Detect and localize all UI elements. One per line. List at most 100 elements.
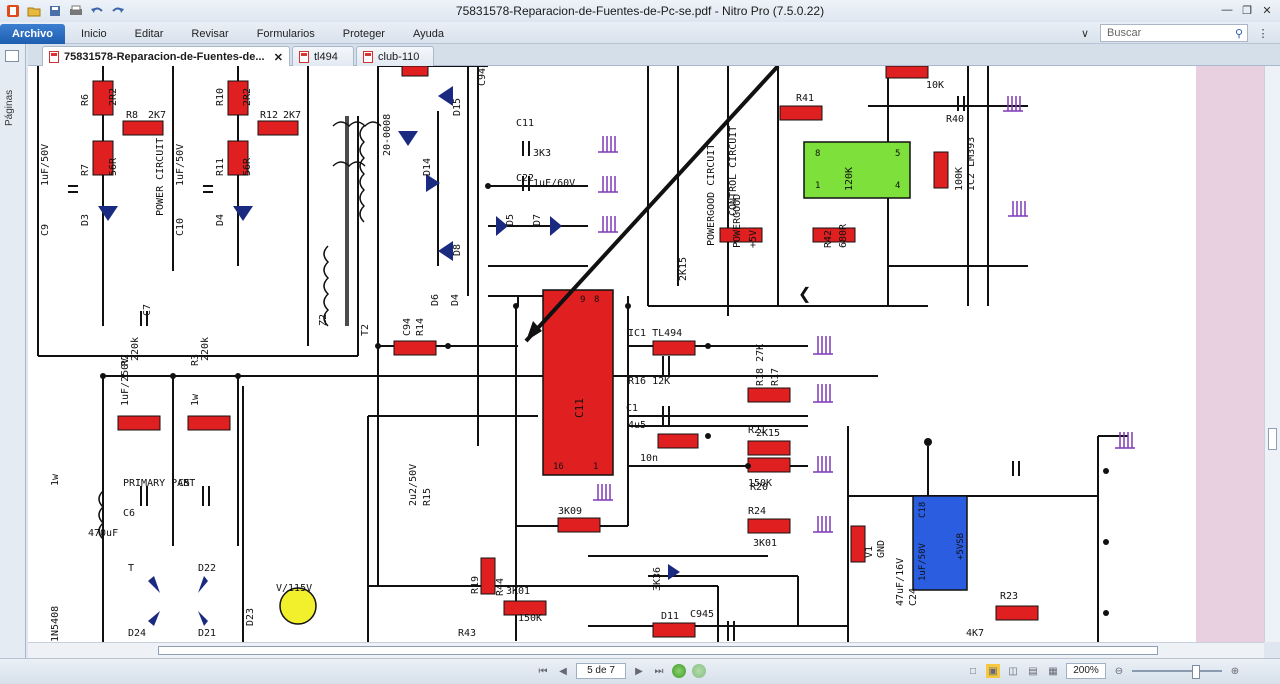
fit-width-icon[interactable]: ▤ — [1028, 665, 1038, 677]
horizontal-scrollbar[interactable] — [28, 642, 1264, 658]
schematic-label: D24 — [128, 628, 146, 639]
svg-text:1: 1 — [815, 181, 820, 191]
schematic-label: 2K15 — [756, 428, 780, 439]
tab-club-110[interactable]: club-110 — [356, 46, 434, 66]
schematic-label: 2u2/50V — [408, 464, 419, 506]
menu-proteger[interactable]: Proteger — [342, 28, 385, 40]
search-icon[interactable]: ⚲ — [1234, 27, 1243, 40]
schematic-label: 2K7 — [148, 110, 166, 121]
schematic-label: V1 — [864, 546, 875, 558]
pages-panel-icon[interactable] — [5, 50, 19, 62]
schematic-label: R40 — [946, 114, 964, 125]
tab-document-main[interactable]: 75831578-Reparacion-de-Fuentes-de... ✕ — [42, 46, 290, 67]
back-icon[interactable] — [672, 664, 686, 678]
sidebar-pages-label[interactable]: Páginas — [4, 89, 15, 126]
schematic-label: C10 — [175, 218, 186, 236]
facing-pages-icon[interactable]: ◫ — [1008, 665, 1018, 677]
menu-revisar[interactable]: Revisar — [191, 28, 229, 40]
settings-icon[interactable]: ⋮ — [1257, 27, 1269, 40]
scroll-thumb[interactable] — [158, 646, 1158, 655]
schematic-label: C945 — [477, 66, 488, 86]
schematic-label: R10 — [215, 88, 226, 106]
ic2-label: 120K — [844, 167, 855, 191]
schematic-label: POWER CIRCUIT — [155, 138, 166, 216]
search-placeholder: Buscar — [1107, 27, 1142, 39]
search-input[interactable]: Buscar ⚲ — [1100, 24, 1248, 42]
schematic-label: Z2 — [318, 314, 329, 326]
schematic-label: D21 — [198, 628, 216, 639]
schematic-label: R2 — [120, 354, 131, 366]
minimize-icon[interactable]: — — [1221, 4, 1233, 16]
chevron-down-icon[interactable]: ∨ — [1080, 27, 1090, 40]
schematic-label: D4 — [215, 214, 226, 226]
schematic-label: R7 — [80, 164, 91, 176]
schematic-label: 680R — [838, 223, 849, 248]
single-page-icon[interactable]: □ — [969, 665, 977, 677]
tab-label: 75831578-Reparacion-de-Fuentes-de... — [64, 51, 265, 63]
schematic-label: D4 — [450, 294, 461, 306]
schematic-label: 10K — [926, 80, 944, 91]
schematic-label: C22 — [516, 173, 534, 184]
schematic-label: R6 — [80, 94, 91, 106]
schematic-label: 220k — [130, 337, 141, 361]
schematic-label: GND — [876, 540, 887, 558]
schematic-label: 1uF/50V — [175, 144, 186, 186]
schematic-label: 4K7 — [966, 628, 984, 639]
redo-icon[interactable] — [109, 2, 127, 19]
forward-icon[interactable] — [692, 664, 706, 678]
last-page-icon[interactable]: ⏭ — [654, 665, 664, 677]
menu-editar[interactable]: Editar — [134, 28, 164, 40]
zoom-out-icon[interactable]: ⊖ — [1114, 665, 1124, 677]
schematic-label: 1w — [50, 473, 61, 486]
next-page-icon[interactable]: ▶ — [635, 665, 643, 677]
open-folder-icon[interactable] — [25, 2, 43, 19]
previous-page-icon[interactable]: ◀ — [559, 665, 567, 677]
schematic-label: 1uF/60V — [533, 178, 575, 189]
schematic-label: C24 — [908, 588, 919, 606]
restore-icon[interactable]: ❐ — [1242, 4, 1252, 17]
menu-archivo[interactable]: Archivo — [0, 24, 65, 44]
tab-label: tl494 — [314, 50, 338, 63]
close-icon[interactable]: ✕ — [1262, 4, 1272, 17]
page-number-input[interactable]: 5 de 7 — [576, 663, 626, 679]
print-icon[interactable] — [67, 2, 85, 19]
schematic-label: C11 — [516, 118, 534, 129]
schematic-label: C6 — [123, 508, 135, 519]
ic1-label: C11 — [573, 398, 586, 418]
first-page-icon[interactable]: ⏮ — [538, 665, 548, 677]
pdf-icon — [299, 50, 309, 63]
schematic-label: T2 — [360, 324, 371, 336]
schematic-label: D5 — [505, 214, 516, 226]
tab-tl494[interactable]: tl494 — [292, 46, 354, 66]
menu-ayuda[interactable]: Ayuda — [412, 28, 444, 40]
undo-icon[interactable] — [88, 2, 106, 19]
schematic-label: R16 12K — [628, 376, 670, 387]
schematic-label: 56R — [108, 157, 119, 176]
fit-page-icon[interactable]: ▦ — [1048, 665, 1058, 677]
schematic-label: 2R2 — [242, 88, 253, 106]
scroll-thumb[interactable] — [1268, 428, 1277, 450]
schematic-label: 1N5408 — [50, 606, 61, 642]
continuous-page-icon[interactable]: ▣ — [986, 664, 1000, 678]
schematic-label: POWERGOOD CIRCUIT — [706, 144, 717, 246]
menu-formularios[interactable]: Formularios — [256, 28, 315, 40]
schematic-label: D7 — [532, 214, 543, 226]
schematic-label: C9 — [40, 224, 51, 236]
schematic-label: IC2 LM393 — [966, 137, 977, 191]
save-icon[interactable] — [46, 2, 64, 19]
close-icon[interactable]: ✕ — [273, 51, 283, 64]
zoom-in-icon[interactable]: ⊕ — [1230, 665, 1240, 677]
schematic-label: R24 — [748, 506, 766, 517]
schematic-label: D6 — [430, 294, 441, 306]
schematic-label: 1uF/250V — [120, 358, 131, 406]
vertical-scrollbar[interactable] — [1264, 66, 1280, 642]
status-bar: ⏮ ◀ 5 de 7 ▶ ⏭ □ ▣ ◫ ▤ ▦ 200% ⊖ ⊕ — [0, 658, 1280, 684]
schematic-label: 20-0008 — [382, 114, 393, 156]
menu-inicio[interactable]: Inicio — [80, 28, 107, 40]
zoom-level[interactable]: 200% — [1066, 663, 1106, 679]
app-logo-icon[interactable] — [4, 2, 22, 19]
zoom-slider[interactable] — [1132, 665, 1222, 679]
schematic-label: 3K36 — [652, 567, 663, 591]
